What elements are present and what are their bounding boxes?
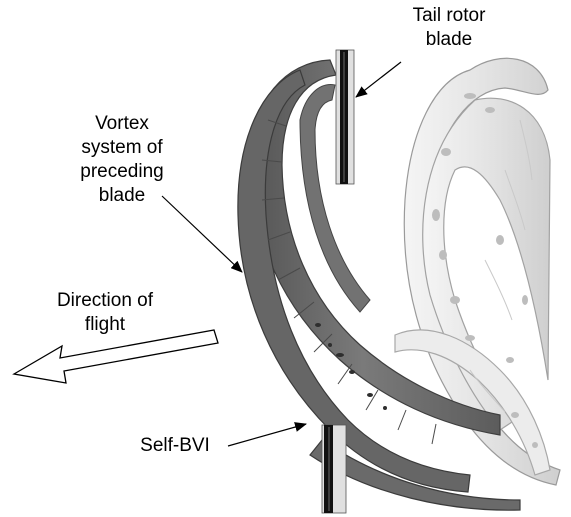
vortex-label-line3: preceding (62, 160, 182, 184)
self-bvi-label-text: Self-BVI (123, 434, 227, 458)
tail-rotor-blade-label: Tail rotor blade (395, 4, 503, 52)
flight-direction-arrow (14, 330, 218, 383)
tail-rotor-blade-upper (336, 50, 354, 184)
tail-rotor-label-line2: blade (395, 28, 503, 52)
tail-rotor-blade-lower (322, 425, 346, 513)
vortex-label-line4: blade (62, 184, 182, 208)
tail-rotor-leader-arrow (356, 62, 401, 97)
direction-label-line2: flight (30, 313, 180, 337)
self-bvi-label: Self-BVI (123, 434, 227, 458)
direction-of-flight-label: Direction of flight (30, 289, 180, 337)
grey-vortex-tube-inner (300, 85, 370, 312)
tail-rotor-label-line1: Tail rotor (395, 4, 503, 28)
vortex-system-label: Vortex system of preceding blade (62, 112, 182, 208)
self-bvi-leader-arrow (228, 424, 306, 446)
vortex-label-line2: system of (62, 136, 182, 160)
vortex-label-line1: Vortex (62, 112, 182, 136)
direction-label-line1: Direction of (30, 289, 180, 313)
